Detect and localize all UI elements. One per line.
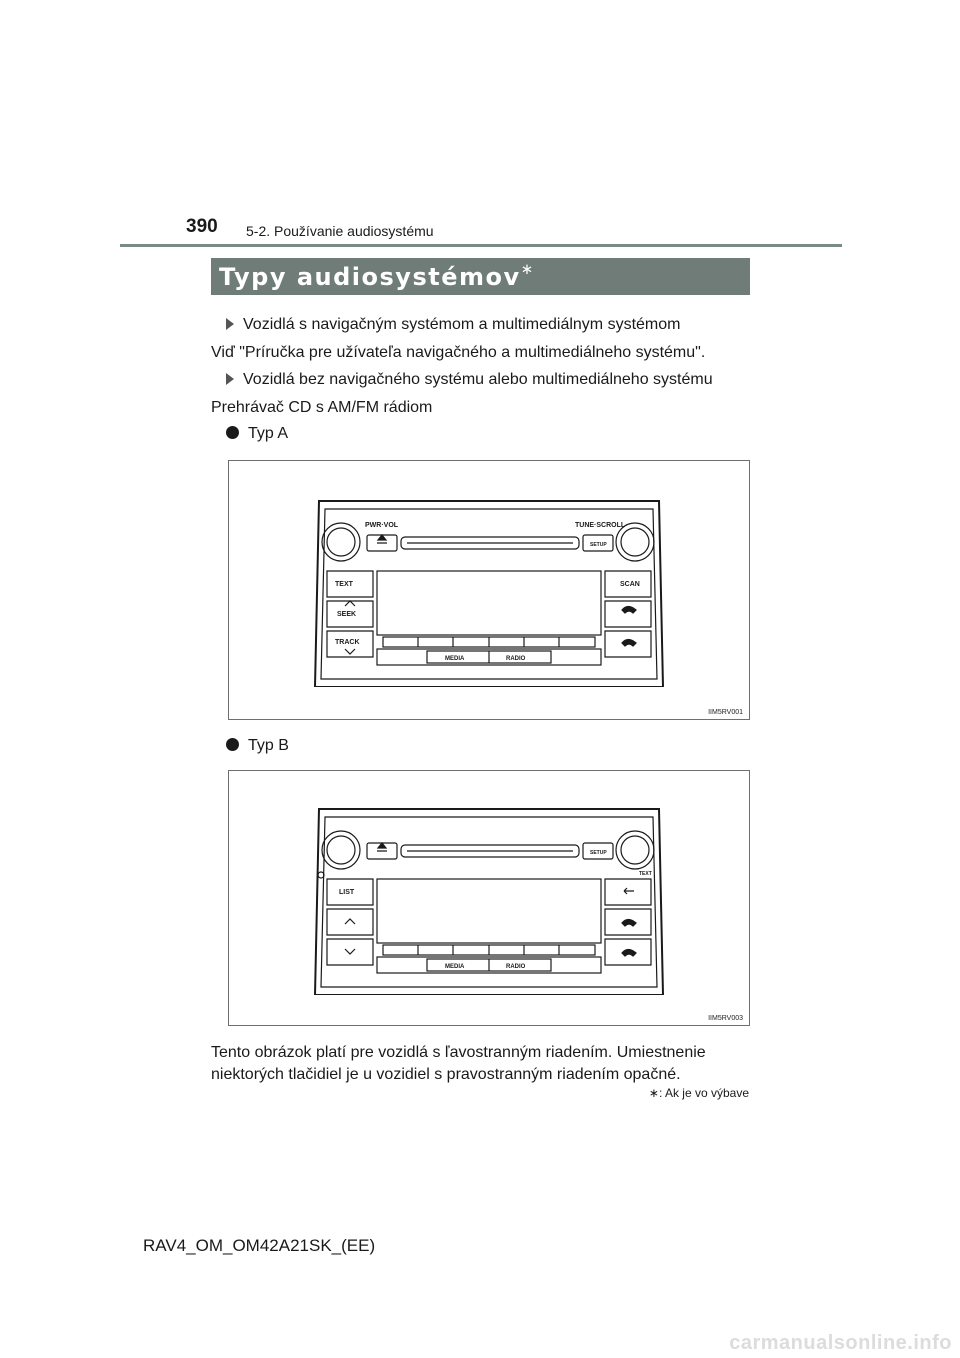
page-title-text: Typy audiosystémov (219, 263, 521, 291)
closing-paragraph-line-2: niektorých tlačidiel je u vozidiel s pra… (211, 1066, 681, 1083)
radio-button-label: RADIO (506, 964, 526, 970)
audio-unit-type-a-illustration: PWR·VOL TUNE·SCROLL SETUP TEXT SCAN SEEK… (313, 500, 665, 687)
circle-bullet-icon (226, 738, 239, 751)
closing-paragraph-line-1: Tento obrázok platí pre vozidlá s ľavost… (211, 1044, 706, 1061)
tune-scroll-label: TUNE·SCROLL (575, 522, 626, 529)
optional-equipment-mark: ∗ (520, 260, 535, 278)
paragraph-cd-player: Prehrávač CD s AM/FM rádiom (211, 399, 433, 416)
triangle-bullet-icon (226, 373, 234, 385)
page-number: 390 (186, 216, 218, 237)
figure-code: IIM5RV001 (708, 709, 743, 716)
title-bar: Typy audiosystémov∗ (211, 258, 750, 295)
pwr-vol-label: PWR·VOL (365, 522, 399, 529)
type-a-label: Typ A (248, 425, 289, 442)
audio-unit-type-b-illustration: SETUP TEXT LIST MEDIA RADIO (313, 808, 665, 995)
type-b-heading: Typ B (226, 736, 289, 756)
watermark: carmanualsonline.info (729, 1332, 952, 1354)
track-button-label: TRACK (335, 639, 360, 646)
footnote: ∗: Ak je vo výbave (649, 1086, 749, 1100)
figure-code: IIM5RV003 (708, 1015, 743, 1022)
seek-button-label: SEEK (337, 611, 356, 618)
radio-button-label: RADIO (506, 656, 526, 662)
bullet-text: Vozidlá bez navigačného systému alebo mu… (243, 371, 713, 388)
section-title: 5-2. Používanie audiosystému (246, 223, 434, 239)
figure-type-a: PWR·VOL TUNE·SCROLL SETUP TEXT SCAN SEEK… (228, 460, 750, 720)
circle-bullet-icon (226, 426, 239, 439)
figure-type-b: SETUP TEXT LIST MEDIA RADIO IIM5RV003 (228, 770, 750, 1026)
media-button-label: MEDIA (445, 656, 465, 662)
page-title: Typy audiosystémov∗ (219, 260, 533, 291)
setup-label: SETUP (590, 542, 607, 548)
footnote-text: : Ak je vo výbave (658, 1086, 749, 1100)
scan-button-label: SCAN (620, 581, 640, 588)
setup-label: SETUP (590, 850, 607, 856)
list-button-label: LIST (339, 889, 355, 896)
type-a-heading: Typ A (226, 424, 288, 444)
text-button-label: TEXT (335, 581, 354, 588)
bullet-navigation-vehicles: Vozidlá s navigačným systémom a multimed… (226, 315, 680, 335)
header-divider (120, 244, 842, 247)
text-label: TEXT (639, 871, 652, 877)
triangle-bullet-icon (226, 318, 234, 330)
bullet-text: Vozidlá s navigačným systémom a multimed… (243, 316, 681, 333)
paragraph-reference: Viď "Príručka pre užívateľa navigačného … (211, 344, 706, 361)
media-button-label: MEDIA (445, 964, 465, 970)
document-code: RAV4_OM_OM42A21SK_(EE) (143, 1236, 376, 1255)
type-b-label: Typ B (248, 737, 289, 754)
bullet-no-navigation-vehicles: Vozidlá bez navigačného systému alebo mu… (226, 370, 713, 390)
footnote-mark: ∗ (648, 1086, 659, 1100)
